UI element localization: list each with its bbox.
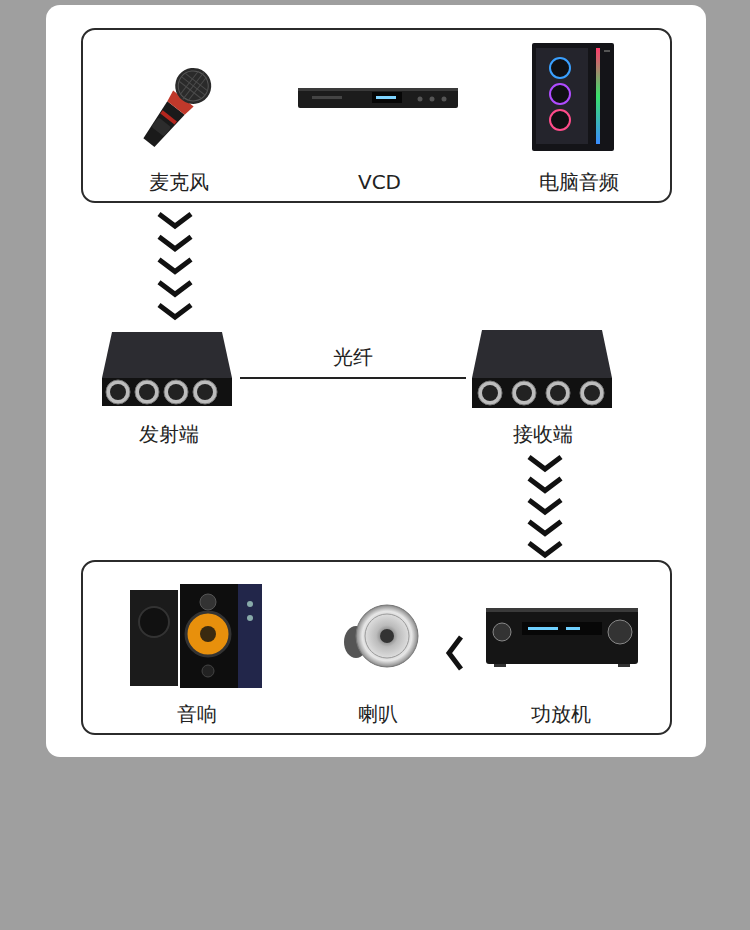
node-label: 发射端 — [98, 422, 240, 446]
chevron — [529, 522, 561, 534]
receiver-device-icon — [472, 330, 612, 408]
node-label: 喇叭 — [328, 702, 428, 726]
device-node: 喇叭 — [328, 580, 428, 726]
node-label: 音响 — [120, 702, 274, 726]
amplifier-icon — [486, 608, 638, 667]
node-label: VCD — [292, 170, 467, 194]
group-box: 音响 喇叭 功放机 — [81, 560, 672, 735]
chevron — [529, 457, 561, 469]
connector — [159, 214, 191, 317]
device-node: VCD — [292, 42, 467, 194]
chevron — [159, 305, 191, 317]
chevron — [159, 214, 191, 226]
device-node: 发射端 — [98, 322, 240, 446]
node-label: 接收端 — [466, 422, 620, 446]
chevron — [449, 637, 461, 669]
connector — [240, 378, 466, 379]
vcd-player-icon — [298, 88, 458, 108]
connector — [529, 457, 561, 555]
fiber-line — [240, 377, 466, 379]
device-node: 功放机 — [480, 580, 642, 726]
horn-speaker-icon — [344, 605, 418, 667]
node-label: 功放机 — [480, 702, 642, 726]
chevron — [529, 500, 561, 512]
device-node: 麦克风 — [120, 42, 237, 194]
group-box: 麦克风 VCD 电脑音频 — [81, 28, 672, 203]
chevron — [159, 237, 191, 249]
chevron — [529, 479, 561, 491]
speaker-pair-icon — [130, 584, 262, 688]
connector — [449, 637, 461, 669]
chevron — [159, 260, 191, 272]
node-label: 麦克风 — [120, 170, 237, 194]
pc-tower-icon — [532, 43, 614, 151]
edge-label: 光纤 — [329, 345, 377, 369]
transmitter-device-icon — [102, 332, 232, 406]
device-node: 接收端 — [466, 322, 620, 446]
chevron — [159, 282, 191, 294]
chevron — [529, 543, 561, 555]
node-label: 电脑音频 — [514, 170, 644, 194]
device-node: 音响 — [120, 580, 274, 726]
device-node: 电脑音频 — [514, 42, 644, 194]
microphone-icon — [135, 61, 219, 154]
